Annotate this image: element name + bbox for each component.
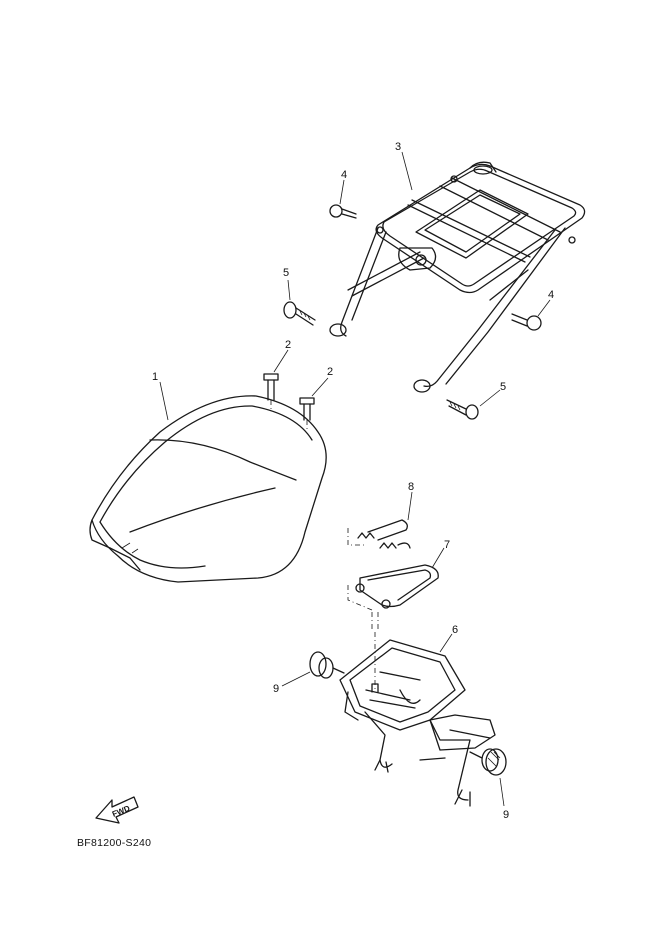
bolt-4-right[interactable] [511, 313, 542, 331]
bolt-5-right[interactable] [446, 399, 479, 420]
callout-4-b: 4 [548, 289, 554, 301]
callout-5-a: 5 [283, 267, 289, 279]
callout-4-a: 4 [341, 169, 347, 181]
callout-8: 8 [408, 481, 414, 493]
seat[interactable] [89, 395, 327, 583]
seat-lock-plate[interactable] [347, 564, 439, 632]
damper-right[interactable] [469, 748, 507, 776]
seat-bracket[interactable] [339, 632, 496, 807]
rear-carrier[interactable] [329, 161, 586, 393]
callout-9-a: 9 [273, 683, 279, 695]
bolt-2-a[interactable] [263, 373, 279, 412]
callout-9-b: 9 [503, 809, 509, 821]
bolt-4-left[interactable] [329, 204, 357, 219]
callout-5-b: 5 [500, 381, 506, 393]
callout-1: 1 [152, 371, 158, 383]
callout-2-b: 2 [327, 366, 333, 378]
callout-3: 3 [395, 141, 401, 153]
leader-lines [159, 151, 551, 807]
callout-7: 7 [444, 539, 450, 551]
fwd-arrow-icon: FWD [95, 796, 139, 824]
seat-lock-spring[interactable] [347, 519, 411, 549]
bolt-5-left[interactable] [283, 301, 316, 326]
diagram-code: BF81200-S240 [77, 837, 151, 849]
callout-2-a: 2 [285, 339, 291, 351]
damper-left[interactable] [309, 651, 345, 679]
callout-6: 6 [452, 624, 458, 636]
